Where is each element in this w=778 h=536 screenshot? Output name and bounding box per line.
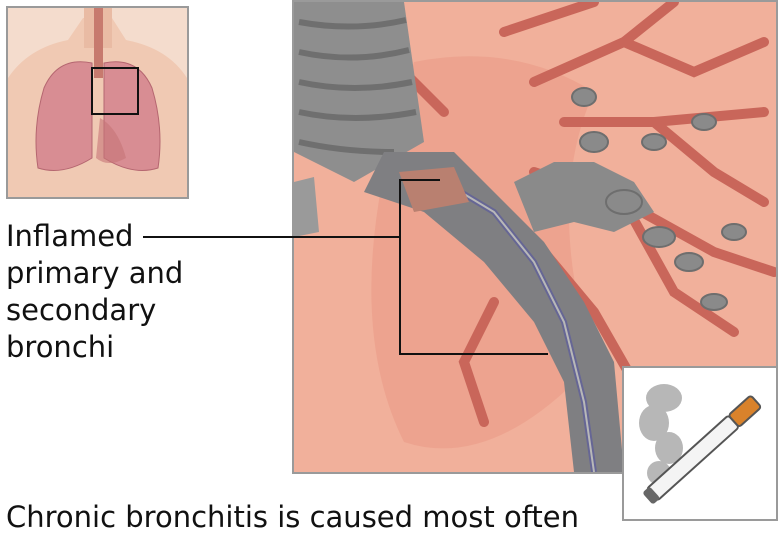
torso-illustration (8, 8, 187, 197)
label-line-2: primary and (6, 255, 196, 292)
cigarette-inset (622, 366, 778, 521)
bronchi-label: Inflamed primary and secondary bronchi (6, 218, 196, 366)
label-line-3: secondary (6, 292, 196, 329)
caption-text: Chronic bronchitis is caused most often (6, 499, 616, 536)
label-line-4: bronchi (6, 329, 196, 366)
cigarette-illustration (624, 368, 776, 519)
label-line-1: Inflamed (6, 218, 196, 255)
torso-lungs-inset (6, 6, 189, 199)
